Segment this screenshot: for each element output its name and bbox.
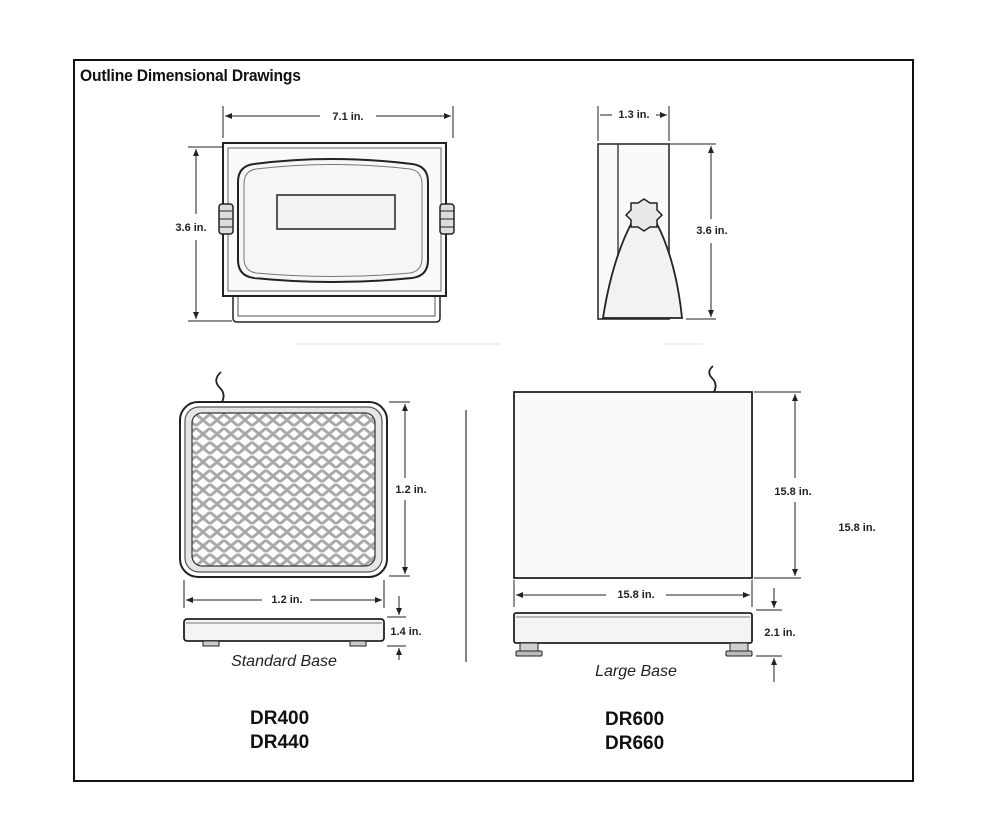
standard-width-label: 1.2 in.: [271, 594, 302, 606]
standard-base-side-view: [183, 596, 406, 660]
large-models: DR600 DR660: [605, 708, 664, 756]
model-dr440: DR440: [250, 732, 310, 753]
large-base-caption: Large Base: [595, 663, 677, 680]
large-depth-side-label: 15.8 in.: [774, 486, 811, 498]
indicator-width-label: 7.1 in.: [332, 111, 363, 123]
indicator-height-side-label: 3.6 in.: [696, 225, 727, 237]
standard-models: DR400 DR440: [250, 707, 309, 755]
indicator-front-view: [188, 106, 455, 323]
standard-depth-label: 1.2 in.: [395, 484, 426, 496]
large-depth-outer-label: 15.8 in.: [838, 522, 875, 534]
large-base-top-view: [513, 365, 801, 607]
standard-height-label: 1.4 in.: [390, 626, 421, 638]
standard-base-top-view: [179, 371, 410, 608]
indicator-height-front-label: 3.6 in.: [175, 222, 206, 234]
page-title: Outline Dimensional Drawings: [80, 66, 301, 85]
indicator-depth-label: 1.3 in.: [618, 109, 649, 121]
large-width-label: 15.8 in.: [617, 589, 654, 601]
model-dr400: DR400: [250, 708, 310, 729]
standard-base-caption: Standard Base: [231, 653, 337, 670]
drawing-frame: [73, 59, 914, 782]
large-height-label: 2.1 in.: [764, 627, 795, 639]
large-base-side-view: [513, 588, 782, 682]
indicator-side-view: [597, 106, 716, 320]
model-dr600: DR600: [605, 709, 665, 730]
model-dr660: DR660: [605, 733, 665, 754]
